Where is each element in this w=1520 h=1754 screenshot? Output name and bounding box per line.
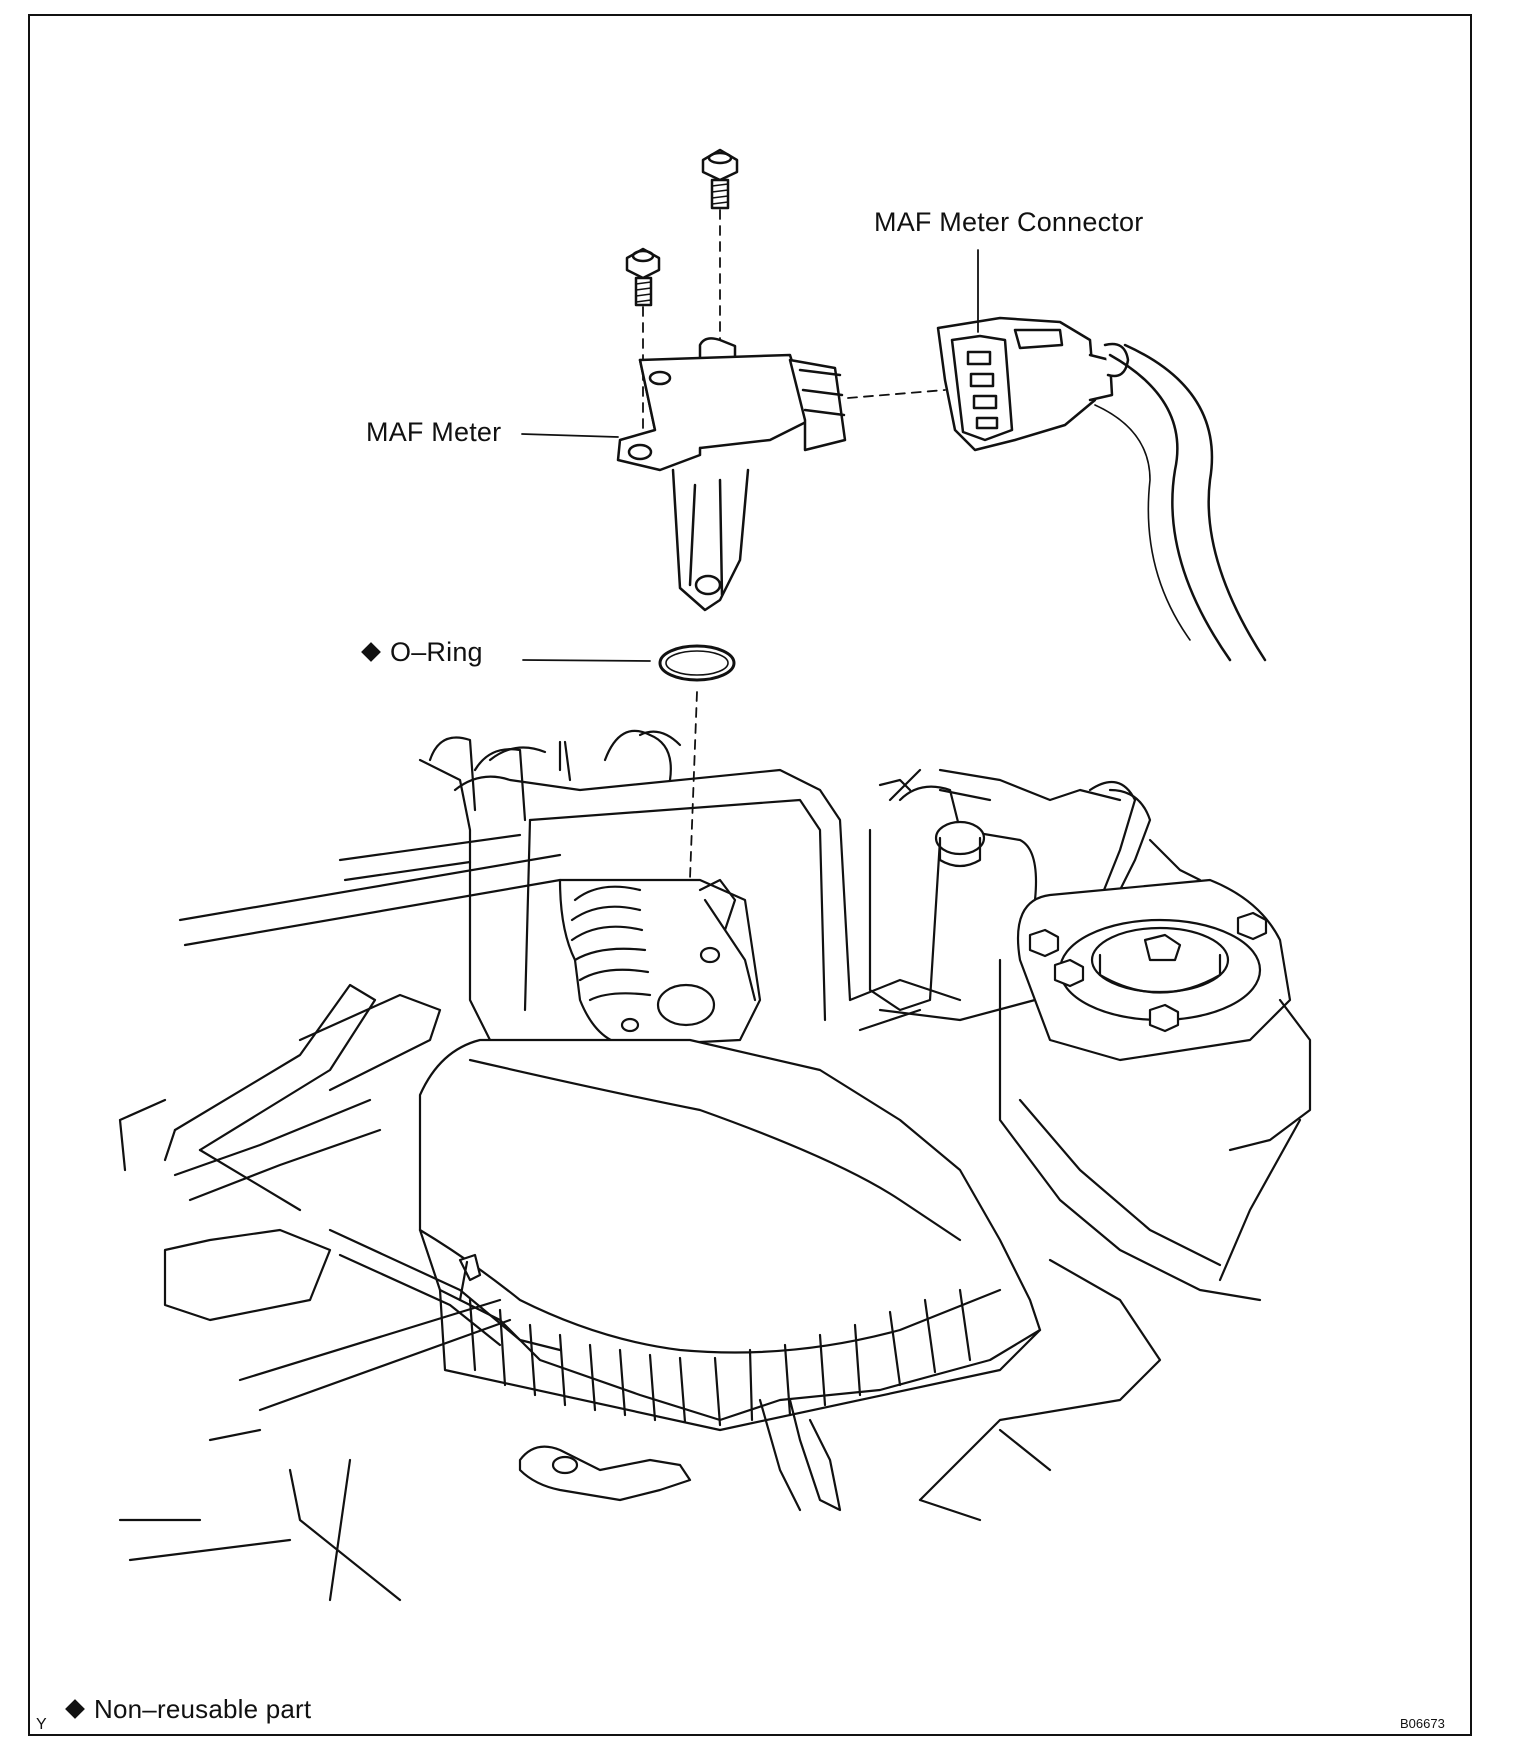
- corner-letter: Y: [36, 1716, 47, 1733]
- maf-meter-drawing: [616, 337, 847, 612]
- bolt-upper-icon: [701, 148, 739, 210]
- diagram-frame: [28, 14, 1472, 1736]
- o-ring-label: O–Ring: [390, 637, 483, 667]
- legend-note: Non–reusable part: [65, 1694, 312, 1725]
- maf-meter-connector-label: MAF Meter Connector: [874, 207, 1144, 237]
- legend-non-reusable-text: Non–reusable part: [94, 1694, 312, 1724]
- o-ring-label-group: O–Ring: [361, 637, 483, 668]
- assembly-guide-lines: [642, 209, 946, 986]
- wire-harness-right: [1123, 343, 1267, 662]
- engine-bay-drawing: [118, 729, 1312, 1602]
- black-diamond-icon: [65, 1699, 85, 1719]
- wire-harness-left: [1108, 353, 1232, 662]
- black-diamond-icon: [361, 642, 381, 662]
- leader-lines: [521, 249, 979, 662]
- o-ring-drawing: [658, 644, 736, 682]
- maf-meter-connector-drawing: [936, 316, 1130, 452]
- bolt-lower-icon: [625, 247, 661, 307]
- figure-code: B06673: [1400, 1716, 1445, 1731]
- maf-meter-label: MAF Meter: [366, 417, 502, 447]
